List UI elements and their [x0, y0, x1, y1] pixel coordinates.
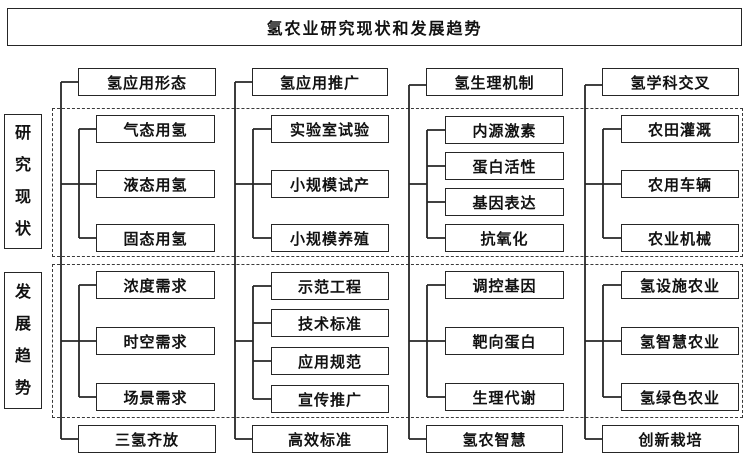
col2-research-item: 实验室试验	[271, 115, 389, 143]
col2-trend-item: 技术标准	[271, 309, 389, 337]
col1-trend-item: 场景需求	[96, 383, 215, 411]
col1-trend-item: 时空需求	[96, 327, 215, 355]
col3-trend-item: 生理代谢	[445, 383, 564, 411]
col1-research-item: 气态用氢	[96, 115, 215, 143]
research-status-frame	[52, 108, 743, 257]
col2-research-item: 小规模试产	[271, 170, 389, 198]
col2-header: 氢应用推广	[252, 68, 388, 96]
col3-header: 氢生理机制	[426, 68, 563, 96]
col2-trend-item: 示范工程	[271, 272, 389, 300]
col1-research-item: 固态用氢	[96, 224, 215, 252]
col3-trend-item: 靶向蛋白	[445, 327, 564, 355]
col1-trend-item: 浓度需求	[96, 271, 215, 299]
col4-header: 氢学科交叉	[602, 68, 739, 96]
col1-research-item: 液态用氢	[96, 170, 215, 198]
col3-research-item: 蛋白活性	[445, 152, 564, 180]
col1-footer: 三氢齐放	[78, 425, 216, 453]
col4-research-item: 农用车辆	[621, 170, 739, 198]
col1-header: 氢应用形态	[78, 68, 216, 96]
col4-trend-item: 氢绿色农业	[621, 383, 739, 411]
col4-trend-item: 氢设施农业	[621, 271, 739, 299]
col2-trend-item: 宣传推广	[271, 385, 389, 413]
col4-trend-item: 氢智慧农业	[621, 327, 739, 355]
col2-footer: 高效标准	[252, 425, 388, 453]
diagram-title: 氢农业研究现状和发展趋势	[7, 8, 742, 46]
side-label-research-status: 研究现状	[4, 114, 42, 249]
col3-footer: 氢农智慧	[426, 425, 563, 453]
col3-trend-item: 调控基因	[445, 271, 564, 299]
col4-research-item: 农业机械	[621, 224, 739, 252]
col2-research-item: 小规模养殖	[271, 224, 389, 252]
col3-research-item: 抗氧化	[445, 224, 564, 252]
development-trend-frame	[52, 264, 743, 418]
side-label-development-trend: 发展趋势	[4, 272, 42, 409]
col2-trend-item: 应用规范	[271, 347, 389, 375]
col3-research-item: 内源激素	[445, 116, 564, 144]
col3-research-item: 基因表达	[445, 188, 564, 216]
col4-research-item: 农田灌溉	[621, 115, 739, 143]
col4-footer: 创新栽培	[602, 425, 739, 453]
